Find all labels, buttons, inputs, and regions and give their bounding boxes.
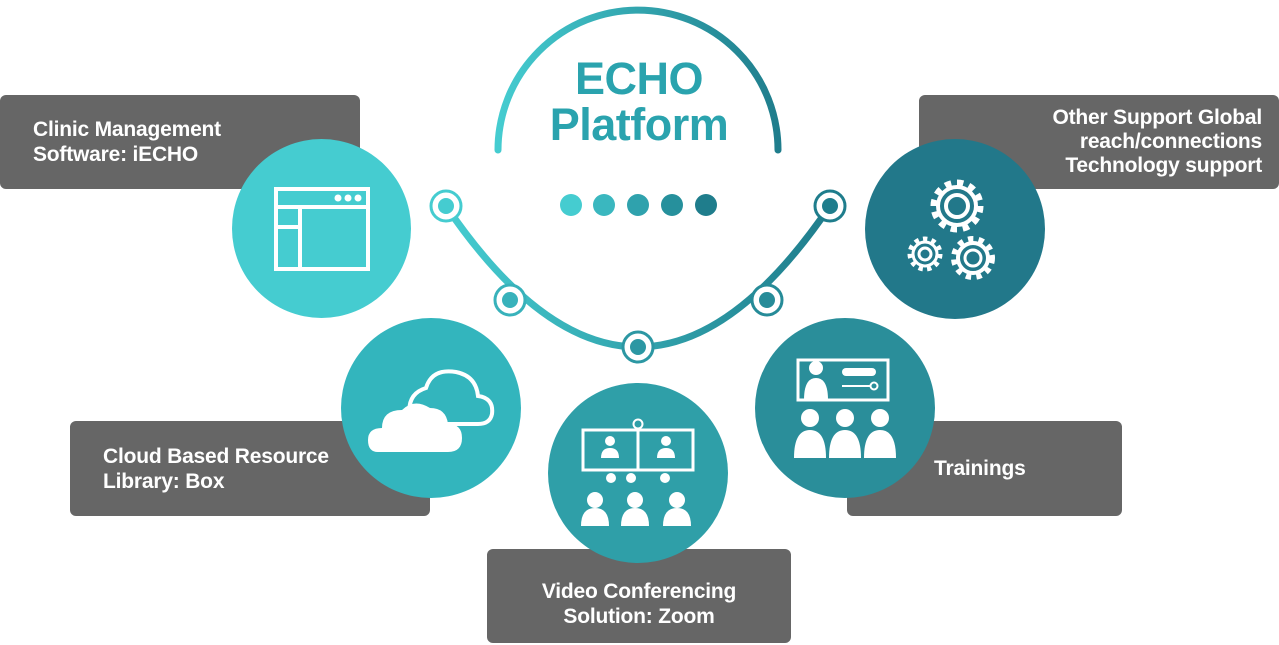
label-clinic-line2: Software: iECHO <box>33 143 199 166</box>
label-cloud-line1: Cloud Based Resource <box>103 444 329 468</box>
label-support-line3: Technology support <box>1065 154 1262 177</box>
gears-icon <box>907 179 995 280</box>
circle-other-support <box>865 139 1045 319</box>
title-line2: Platform <box>549 99 729 150</box>
node-cloud <box>493 283 527 317</box>
bottom-arc <box>442 202 834 351</box>
cloud-icon <box>368 369 495 452</box>
label-clinic-line1: Clinic Management <box>33 118 221 141</box>
presentation-training-icon <box>794 358 896 458</box>
node-support <box>813 189 847 223</box>
circle-cloud-library <box>341 318 521 498</box>
node-clinic <box>429 189 463 223</box>
title-line1: ECHO <box>574 53 704 104</box>
label-cloud-line2: Library: Box <box>103 469 225 493</box>
node-trainings <box>750 283 784 317</box>
label-video-line1: Video Conferencing <box>541 580 737 603</box>
browser-window-icon <box>273 186 370 271</box>
label-support-line2: reach/connections <box>1079 130 1262 153</box>
diagram-title: ECHO Platform <box>480 56 798 148</box>
video-conference-icon <box>581 418 695 526</box>
label-trainings-line1: Trainings <box>934 457 1026 480</box>
label-support-line1: Other Support Global <box>1052 106 1263 129</box>
circle-trainings <box>755 318 935 498</box>
progress-dots <box>560 194 717 216</box>
circle-video-conferencing <box>548 383 728 563</box>
node-video <box>621 330 655 364</box>
label-video-line2: Solution: Zoom <box>563 605 715 628</box>
circle-clinic-management <box>232 139 411 318</box>
label-video-conferencing: Video Conferencing Solution: Zoom <box>487 549 791 643</box>
top-arc <box>494 6 782 154</box>
